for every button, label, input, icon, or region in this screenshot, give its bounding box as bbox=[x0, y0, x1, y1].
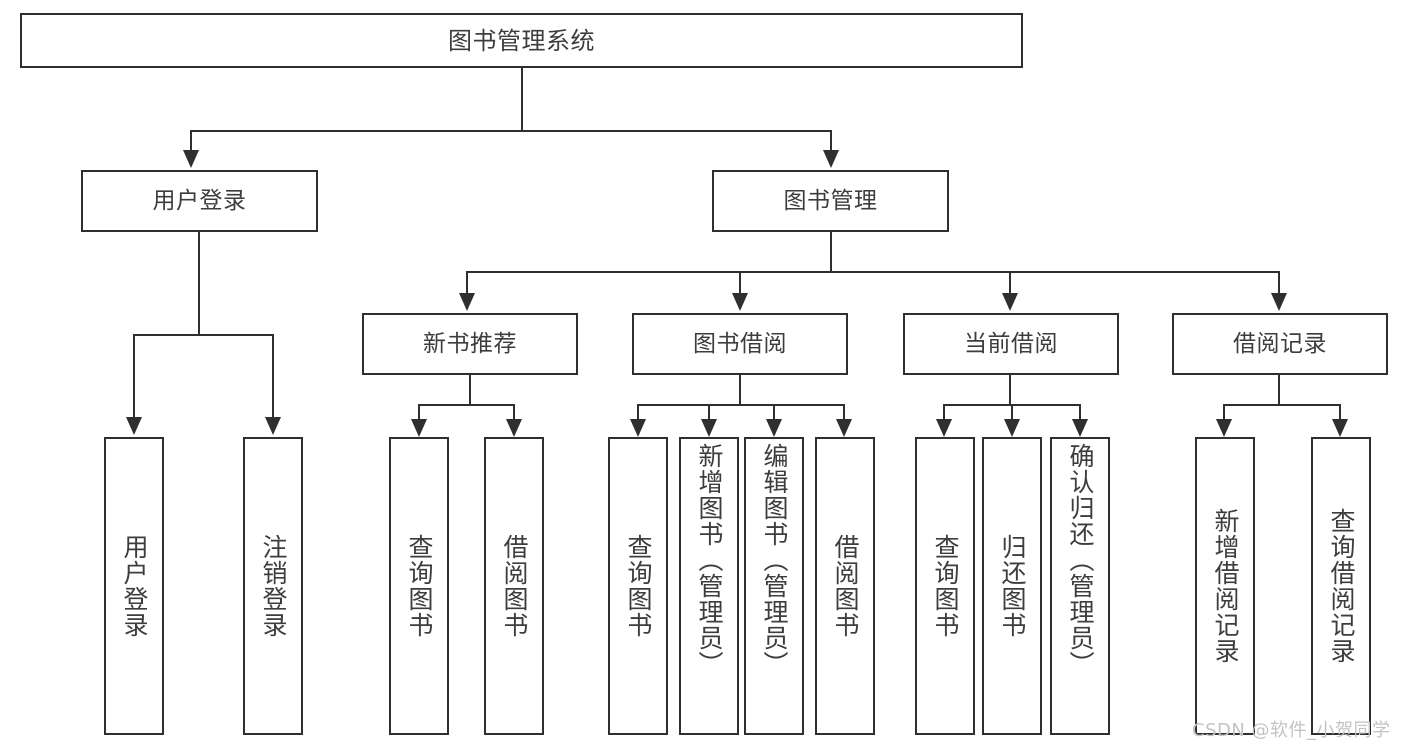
node-label: 新增借阅记录 bbox=[1211, 508, 1240, 664]
connector-currentborrow-drop-1 bbox=[943, 404, 945, 422]
leaf-confirm-return-admin[interactable]: 确认归还（管理员） bbox=[1050, 437, 1110, 735]
connector-borrowrecord-stem bbox=[1278, 375, 1280, 406]
connector-user-login-drop-2 bbox=[272, 334, 274, 419]
node-label: 确认归还（管理员） bbox=[1066, 443, 1095, 677]
leaf-edit-book-admin[interactable]: 编辑图书（管理员） bbox=[744, 437, 804, 735]
leaf-query-borrow-record[interactable]: 查询借阅记录 bbox=[1311, 437, 1371, 735]
node-current-borrow[interactable]: 当前借阅 bbox=[903, 313, 1119, 375]
leaf-borrow-book-recommend[interactable]: 借阅图书 bbox=[484, 437, 544, 735]
connector-bookborrow-drop-4 bbox=[843, 404, 845, 422]
connector-newbook-drop-2 bbox=[513, 404, 515, 422]
node-label: 图书管理系统 bbox=[448, 26, 595, 55]
node-label: 新书推荐 bbox=[423, 330, 517, 357]
connector-book-manage-drop-2 bbox=[739, 271, 741, 295]
node-label: 注销登录 bbox=[259, 534, 288, 638]
arrow-to-leaf-return-book bbox=[1004, 419, 1020, 437]
connector-bookborrow-bus bbox=[637, 404, 845, 406]
arrow-to-leaf-add-record bbox=[1216, 419, 1232, 437]
connector-user-login-stem bbox=[198, 232, 200, 335]
node-label: 借阅图书 bbox=[831, 534, 860, 638]
leaf-borrow-book-borrow[interactable]: 借阅图书 bbox=[815, 437, 875, 735]
node-label: 用户登录 bbox=[120, 534, 149, 638]
leaf-query-book-current[interactable]: 查询图书 bbox=[915, 437, 975, 735]
node-new-book-recommend[interactable]: 新书推荐 bbox=[362, 313, 578, 375]
node-label: 查询图书 bbox=[931, 534, 960, 638]
connector-currentborrow-stem bbox=[1009, 375, 1011, 406]
arrow-to-leaf-add-book bbox=[701, 419, 717, 437]
arrow-to-user-login bbox=[183, 150, 199, 168]
arrow-to-new-book-recommend bbox=[459, 293, 475, 311]
arrow-to-leaf-borrow-book-2 bbox=[836, 419, 852, 437]
node-root-system[interactable]: 图书管理系统 bbox=[20, 13, 1023, 68]
arrow-to-leaf-borrow-book-1 bbox=[506, 419, 522, 437]
node-book-manage[interactable]: 图书管理 bbox=[712, 170, 949, 232]
arrow-to-leaf-query-record bbox=[1332, 419, 1348, 437]
leaf-add-book-admin[interactable]: 新增图书（管理员） bbox=[679, 437, 739, 735]
connector-user-login-bus bbox=[133, 334, 274, 336]
connector-bookborrow-stem bbox=[739, 375, 741, 406]
connector-currentborrow-drop-3 bbox=[1079, 404, 1081, 422]
connector-root-stem bbox=[521, 68, 523, 131]
watermark-text: CSDN @软件_小贺同学 bbox=[1192, 720, 1391, 741]
node-label: 新增图书（管理员） bbox=[695, 443, 724, 677]
connector-user-login-drop-1 bbox=[133, 334, 135, 419]
connector-book-manage-drop-4 bbox=[1278, 271, 1280, 295]
node-label: 归还图书 bbox=[998, 534, 1027, 638]
connector-currentborrow-drop-2 bbox=[1011, 404, 1013, 422]
connector-bookborrow-drop-1 bbox=[637, 404, 639, 422]
node-user-login[interactable]: 用户登录 bbox=[81, 170, 318, 232]
arrow-to-leaf-logout bbox=[265, 417, 281, 435]
node-book-borrow[interactable]: 图书借阅 bbox=[632, 313, 848, 375]
node-label: 借阅记录 bbox=[1233, 330, 1327, 357]
node-label: 图书借阅 bbox=[693, 330, 787, 357]
connector-borrowrecord-drop-2 bbox=[1339, 404, 1341, 422]
node-label: 查询图书 bbox=[624, 534, 653, 638]
connector-book-manage-stem bbox=[830, 232, 832, 273]
node-borrow-record[interactable]: 借阅记录 bbox=[1172, 313, 1388, 375]
connector-book-manage-drop-3 bbox=[1009, 271, 1011, 295]
arrow-to-book-borrow bbox=[732, 293, 748, 311]
leaf-query-book-recommend[interactable]: 查询图书 bbox=[389, 437, 449, 735]
connector-root-drop-left bbox=[190, 130, 192, 152]
connector-bookborrow-drop-2 bbox=[708, 404, 710, 422]
connector-root-drop-right bbox=[830, 130, 832, 152]
connector-borrowrecord-drop-1 bbox=[1223, 404, 1225, 422]
connector-root-bus bbox=[190, 130, 832, 132]
leaf-user-login[interactable]: 用户登录 bbox=[104, 437, 164, 735]
connector-newbook-stem bbox=[469, 375, 471, 406]
arrow-to-leaf-query-book-2 bbox=[630, 419, 646, 437]
node-label: 查询借阅记录 bbox=[1327, 508, 1356, 664]
arrow-to-leaf-query-book-3 bbox=[936, 419, 952, 437]
arrow-to-borrow-record bbox=[1271, 293, 1287, 311]
leaf-query-book-borrow[interactable]: 查询图书 bbox=[608, 437, 668, 735]
arrow-to-leaf-user-login bbox=[126, 417, 142, 435]
arrow-to-leaf-edit-book bbox=[766, 419, 782, 437]
node-label: 查询图书 bbox=[405, 534, 434, 638]
node-label: 用户登录 bbox=[152, 187, 247, 214]
leaf-add-borrow-record[interactable]: 新增借阅记录 bbox=[1195, 437, 1255, 735]
node-label: 借阅图书 bbox=[500, 534, 529, 638]
connector-newbook-drop-1 bbox=[418, 404, 420, 422]
arrow-to-leaf-confirm-return bbox=[1072, 419, 1088, 437]
leaf-return-book[interactable]: 归还图书 bbox=[982, 437, 1042, 735]
leaf-logout[interactable]: 注销登录 bbox=[243, 437, 303, 735]
connector-book-manage-bus bbox=[466, 271, 1278, 273]
arrow-to-current-borrow bbox=[1002, 293, 1018, 311]
connector-newbook-bus bbox=[418, 404, 514, 406]
arrow-to-book-manage bbox=[823, 150, 839, 168]
connector-borrowrecord-bus bbox=[1223, 404, 1341, 406]
node-label: 图书管理 bbox=[783, 187, 878, 214]
connector-book-manage-drop-1 bbox=[466, 271, 468, 295]
node-label: 编辑图书（管理员） bbox=[760, 443, 789, 677]
arrow-to-leaf-query-book-1 bbox=[411, 419, 427, 437]
node-label: 当前借阅 bbox=[964, 330, 1058, 357]
connector-bookborrow-drop-3 bbox=[773, 404, 775, 422]
